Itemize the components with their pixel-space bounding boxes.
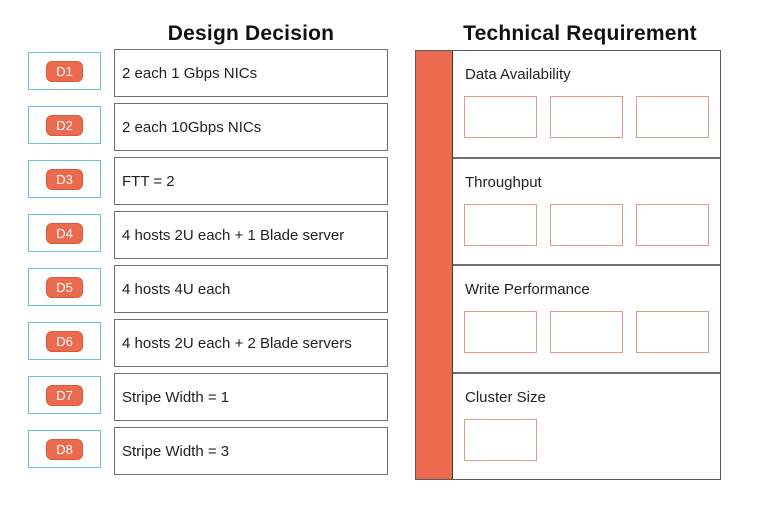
decision-description-row-d4: 4 hosts 2U each + 1 Blade server [114, 211, 388, 259]
drop-slot-cluster-size-1[interactable] [464, 418, 537, 461]
decision-badge-d3[interactable]: D3 [46, 168, 83, 190]
drop-slot-data-availability-3[interactable] [636, 96, 709, 138]
design-decision-title: Design Decision [167, 22, 335, 45]
drop-slot-throughput-2[interactable] [550, 203, 623, 246]
decision-tag-box-d5[interactable]: D5 [28, 268, 101, 306]
requirement-section-write-performance: Write Performance [453, 264, 720, 372]
decision-description-row-d2: 2 each 10Gbps NICs [114, 103, 388, 151]
decision-tag-box-d1[interactable]: D1 [28, 52, 101, 90]
drop-slot-group-throughput [464, 203, 720, 246]
requirement-label-data-availability: Data Availability [465, 66, 571, 83]
decision-tag-box-d3[interactable]: D3 [28, 160, 101, 198]
decision-badge-d1[interactable]: D1 [46, 60, 83, 82]
decision-badge-d8[interactable]: D8 [46, 438, 83, 460]
drop-slot-throughput-1[interactable] [464, 203, 537, 246]
technical-requirement-title: Technical Requirement [463, 22, 697, 45]
requirement-section-data-availability: Data Availability [453, 51, 720, 157]
drop-slot-group-cluster-size [464, 418, 720, 461]
requirement-label-write-performance: Write Performance [465, 281, 590, 298]
drop-slot-throughput-3[interactable] [636, 203, 709, 246]
requirement-label-throughput: Throughput [465, 173, 542, 191]
drop-slot-data-availability-2[interactable] [550, 96, 623, 138]
decision-badge-d5[interactable]: D5 [46, 276, 83, 298]
decision-tag-box-d2[interactable]: D2 [28, 106, 101, 144]
accent-bar [416, 51, 453, 479]
drop-slot-group-write-performance [464, 311, 720, 353]
decision-description-row-d3: FTT = 2 [114, 157, 388, 205]
requirement-section-throughput: Throughput [453, 156, 720, 265]
drop-slot-data-availability-1[interactable] [464, 96, 537, 138]
decision-description-row-d1: 2 each 1 Gbps NICs [114, 49, 388, 97]
decision-description-row-d6: 4 hosts 2U each + 2 Blade servers [114, 319, 388, 367]
drop-slot-group-data-availability [464, 96, 720, 138]
decision-tag-box-d7[interactable]: D7 [28, 376, 101, 414]
decision-description-row-d7: Stripe Width = 1 [114, 373, 388, 421]
decision-description-row-d5: 4 hosts 4U each [114, 265, 388, 313]
drop-slot-write-performance-2[interactable] [550, 311, 623, 353]
decision-badge-d6[interactable]: D6 [46, 330, 83, 352]
requirement-label-cluster-size: Cluster Size [465, 388, 546, 406]
decision-badge-d7[interactable]: D7 [46, 384, 83, 406]
decision-tag-box-d6[interactable]: D6 [28, 322, 101, 360]
decision-badge-d4[interactable]: D4 [46, 222, 83, 244]
decision-description-row-d8: Stripe Width = 3 [114, 427, 388, 475]
drop-slot-write-performance-3[interactable] [636, 311, 709, 353]
requirement-section-cluster-size: Cluster Size [453, 371, 720, 480]
decision-tag-box-d4[interactable]: D4 [28, 214, 101, 252]
decision-badge-d2[interactable]: D2 [46, 114, 83, 136]
decision-tag-box-d8[interactable]: D8 [28, 430, 101, 468]
drop-slot-write-performance-1[interactable] [464, 311, 537, 353]
